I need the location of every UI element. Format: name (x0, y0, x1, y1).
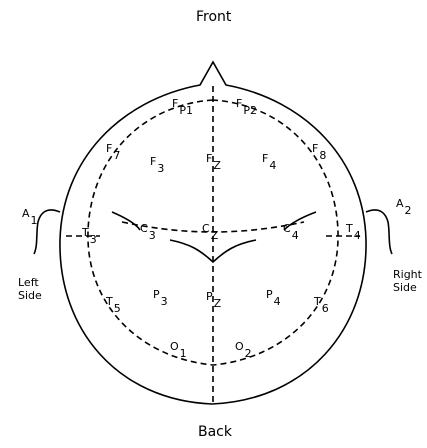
right-ear (365, 209, 393, 255)
left-ear (33, 209, 61, 255)
c3-arc (111, 211, 141, 231)
left-side-label-line2: Side (18, 289, 42, 302)
electrode-a2: A2 (396, 197, 412, 217)
electrode-f8: F8 (312, 142, 326, 162)
electrode-t5: T5 (105, 295, 121, 315)
electrode-fp2: FP2 (236, 97, 257, 117)
left-side-label-line1: Left (18, 276, 39, 289)
electrode-p4: P4 (266, 288, 281, 308)
outer-ring-dashed (87, 99, 339, 366)
electrode-t4: T4 (345, 222, 361, 242)
electrode-a1: A1 (22, 207, 38, 227)
electrode-t6: T6 (313, 295, 329, 315)
electrode-fz: FZ (206, 152, 221, 172)
electrode-fp1: FP1 (172, 97, 193, 117)
electrode-pz: PZ (206, 290, 222, 310)
cz-arc (169, 239, 257, 264)
c4-arc (283, 211, 317, 231)
front-label: Front (196, 9, 232, 25)
electrode-f7: F7 (106, 142, 120, 162)
electrode-p3: P3 (153, 288, 168, 308)
electrode-f4: F4 (262, 152, 276, 172)
head-outline (59, 60, 367, 405)
electrode-o1: O1 (170, 340, 187, 360)
right-side-label-line2: Side (393, 281, 417, 294)
electrode-f3: F3 (150, 155, 164, 175)
coronal-line-dashed (66, 221, 360, 237)
electrode-c4: C4 (283, 222, 299, 242)
right-side-label-line1: Right (393, 268, 422, 281)
electrode-t3: T3 (81, 226, 97, 246)
electrode-cz: CZ (202, 222, 219, 242)
electrode-c3: C3 (140, 222, 156, 242)
back-label: Back (198, 424, 232, 440)
electrode-o2: O2 (235, 340, 252, 360)
